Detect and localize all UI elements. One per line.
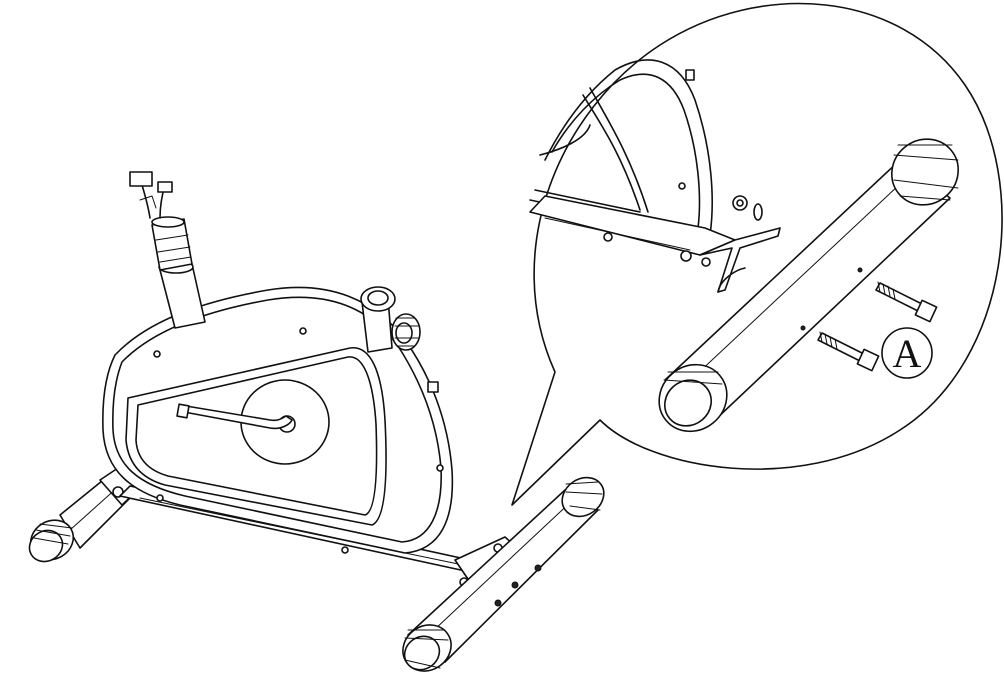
detail-end-cap-top — [891, 138, 959, 206]
detail-callout: A — [511, 2, 1003, 506]
handlebar-post — [360, 286, 439, 393]
front-end-cap-bottom — [402, 624, 452, 672]
rear-end-cap — [28, 519, 75, 563]
detail-bolt-upper — [875, 281, 938, 323]
front-end-cap-top — [561, 476, 605, 518]
detail-bolt-lower — [817, 331, 880, 372]
seat-post — [129, 171, 206, 329]
detail-base-bracket — [529, 195, 781, 293]
exercise-bike — [28, 171, 605, 672]
detail-end-cap-bottom — [658, 363, 728, 433]
hardware-label-a: A — [881, 327, 933, 379]
crank-disk — [176, 379, 330, 465]
hardware-label-text: A — [893, 331, 922, 376]
